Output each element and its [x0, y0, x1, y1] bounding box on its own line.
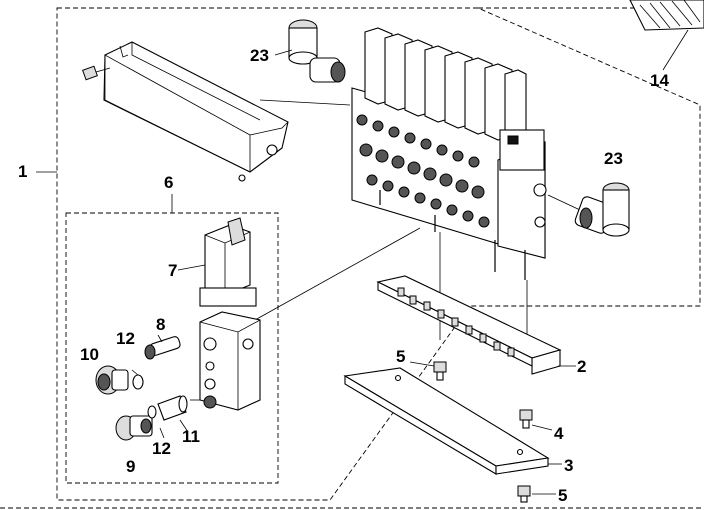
- callout-1: 1: [18, 162, 28, 181]
- fitting-10: [95, 365, 129, 395]
- callout-7: 7: [168, 261, 178, 280]
- fitting-8: [144, 334, 181, 360]
- callout-8: 8: [156, 315, 166, 334]
- callout-23-right: 23: [604, 149, 623, 168]
- callout-9: 9: [126, 457, 136, 476]
- bar-3: [343, 367, 562, 475]
- valve-7: [177, 217, 257, 307]
- valve-manifold: [254, 27, 547, 360]
- part-14-solenoid-partial: [629, 0, 704, 71]
- o-ring-12-lower: [147, 405, 165, 439]
- o-ring-12-upper: [131, 369, 144, 390]
- callout-12-lower: 12: [152, 439, 171, 458]
- screw-4: [519, 409, 553, 431]
- assembly-boundary-1: [56, 7, 701, 501]
- callout-23-top: 23: [250, 46, 269, 65]
- callout-3: 3: [564, 456, 574, 475]
- callout-2: 2: [577, 357, 587, 376]
- callout-11: 11: [182, 427, 200, 446]
- callout-5-upper: 5: [396, 347, 406, 366]
- elbow-fitting-23-top: [274, 19, 346, 83]
- callout-6: 6: [164, 173, 174, 192]
- screw-5-lower: [517, 485, 556, 503]
- plate-2: [376, 275, 576, 375]
- fitting-9: [115, 415, 153, 441]
- tube-11: [157, 395, 189, 433]
- callout-12-upper: 12: [116, 329, 135, 348]
- callout-10: 10: [80, 345, 99, 364]
- cover-bracket: [82, 41, 351, 182]
- callout-4: 4: [554, 424, 564, 443]
- screw-5-upper: [409, 361, 447, 381]
- elbow-fitting-23-right: [547, 182, 630, 237]
- valve-block: [199, 311, 261, 411]
- callout-14: 14: [650, 71, 669, 90]
- callout-5-lower: 5: [558, 486, 568, 505]
